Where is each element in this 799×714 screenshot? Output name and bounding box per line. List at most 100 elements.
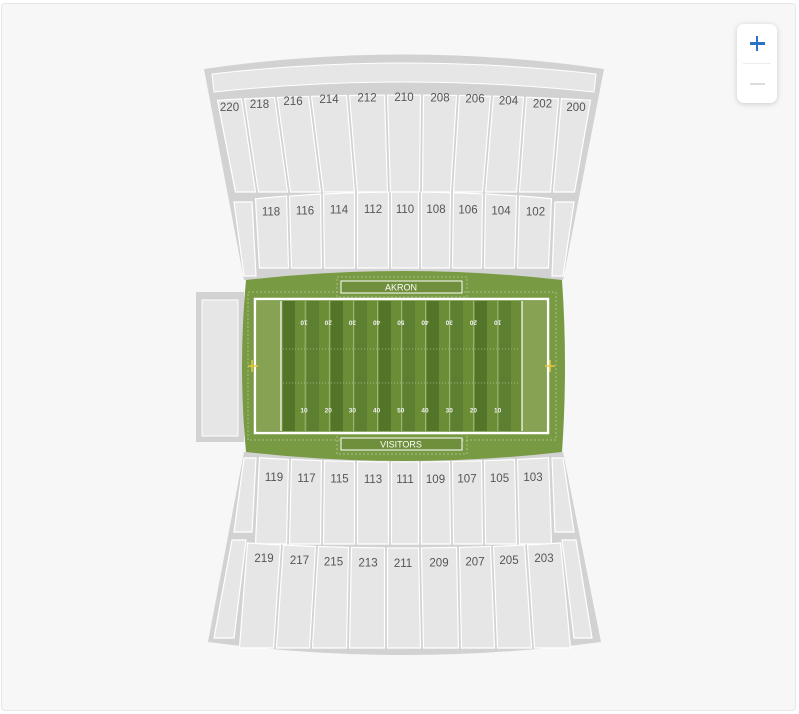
yard-number-top: 30 bbox=[445, 318, 453, 325]
section-117[interactable] bbox=[288, 458, 323, 545]
section-label-213: 213 bbox=[358, 558, 377, 570]
zoom-in-button[interactable] bbox=[737, 24, 777, 63]
yard-number-top: 30 bbox=[348, 318, 356, 325]
section-113[interactable] bbox=[356, 460, 390, 545]
section-label-207: 207 bbox=[465, 557, 484, 569]
section-207[interactable] bbox=[458, 545, 496, 649]
section-206[interactable] bbox=[452, 94, 492, 193]
section-202[interactable] bbox=[518, 96, 560, 193]
section-214[interactable] bbox=[310, 94, 356, 193]
goalpost-east-icon bbox=[545, 360, 555, 372]
section-115[interactable] bbox=[322, 460, 356, 545]
section-label-117: 117 bbox=[297, 473, 315, 485]
yard-number-bottom: 30 bbox=[446, 408, 454, 415]
section-label-203: 203 bbox=[534, 553, 553, 565]
section-label-107: 107 bbox=[457, 474, 476, 486]
section-209[interactable] bbox=[420, 546, 460, 649]
section-216[interactable] bbox=[276, 95, 322, 193]
section-104[interactable] bbox=[483, 193, 518, 269]
yard-number-top: 20 bbox=[469, 318, 477, 325]
section-label-208: 208 bbox=[430, 92, 449, 104]
section-200[interactable] bbox=[552, 98, 592, 193]
home-endzone-banner bbox=[340, 280, 463, 294]
section-label-118: 118 bbox=[262, 206, 280, 218]
section-label-111: 111 bbox=[396, 474, 413, 486]
endzone-west bbox=[257, 301, 281, 431]
section-111[interactable] bbox=[390, 461, 420, 545]
section-116[interactable] bbox=[288, 193, 323, 269]
goalpost-west-icon bbox=[248, 360, 258, 372]
section-label-209: 209 bbox=[429, 558, 448, 570]
section-208[interactable] bbox=[421, 94, 458, 193]
section-105[interactable] bbox=[483, 458, 518, 545]
field-stripe bbox=[379, 301, 391, 431]
section-south-east-upper-end[interactable] bbox=[561, 539, 593, 639]
section-south-west-upper-end[interactable] bbox=[213, 539, 247, 639]
section-204[interactable] bbox=[484, 95, 525, 193]
field-stripe bbox=[451, 301, 463, 431]
section-118[interactable] bbox=[254, 195, 290, 269]
section-north-west-end[interactable] bbox=[233, 201, 257, 277]
yard-number-top: 10 bbox=[494, 318, 502, 325]
section-109[interactable] bbox=[420, 460, 452, 545]
section-label-114: 114 bbox=[330, 205, 349, 217]
section-label-215: 215 bbox=[324, 557, 343, 569]
field-stripe bbox=[355, 301, 367, 431]
section-label-204: 204 bbox=[499, 96, 519, 108]
section-label-115: 115 bbox=[330, 473, 348, 485]
yard-number-bottom: 30 bbox=[349, 408, 357, 415]
field-stripe bbox=[427, 301, 439, 431]
yard-number-top: 40 bbox=[373, 318, 381, 325]
section-219[interactable] bbox=[238, 542, 282, 649]
section-north-east-end[interactable] bbox=[551, 201, 575, 277]
section-119[interactable] bbox=[254, 457, 290, 545]
section-label-214: 214 bbox=[319, 94, 339, 106]
section-103[interactable] bbox=[516, 457, 553, 545]
west-end-section[interactable] bbox=[201, 299, 239, 437]
yard-number-bottom: 20 bbox=[470, 408, 478, 415]
field-stripe bbox=[475, 301, 487, 431]
section-102[interactable] bbox=[516, 195, 553, 269]
minus-icon bbox=[749, 76, 765, 91]
section-218[interactable] bbox=[243, 96, 289, 193]
section-label-200: 200 bbox=[566, 102, 585, 114]
section-213[interactable] bbox=[348, 546, 386, 649]
section-110[interactable] bbox=[390, 191, 420, 269]
section-211[interactable] bbox=[386, 547, 422, 649]
section-label-108: 108 bbox=[426, 204, 445, 216]
zoom-out-button[interactable] bbox=[737, 64, 777, 103]
zoom-control bbox=[737, 24, 777, 103]
section-217[interactable] bbox=[275, 544, 317, 649]
section-106[interactable] bbox=[451, 192, 484, 269]
section-215[interactable] bbox=[311, 545, 350, 649]
section-108[interactable] bbox=[420, 191, 452, 269]
section-112[interactable] bbox=[356, 191, 390, 269]
yard-number-bottom: 40 bbox=[373, 408, 381, 415]
section-210[interactable] bbox=[386, 94, 422, 193]
north-rim bbox=[211, 62, 597, 93]
zoom-divider bbox=[743, 63, 771, 64]
field-stripe bbox=[331, 301, 343, 431]
yard-number-bottom: 10 bbox=[494, 408, 502, 415]
team-area-north bbox=[336, 276, 468, 298]
plus-icon bbox=[749, 36, 765, 51]
section-114[interactable] bbox=[322, 192, 356, 269]
section-label-110: 110 bbox=[396, 204, 414, 216]
section-south-west-end[interactable] bbox=[233, 457, 257, 533]
section-label-113: 113 bbox=[364, 474, 382, 486]
section-205[interactable] bbox=[492, 544, 533, 649]
endzone-east bbox=[522, 301, 546, 431]
section-220[interactable] bbox=[216, 98, 257, 193]
section-203[interactable] bbox=[526, 542, 572, 649]
section-107[interactable] bbox=[451, 460, 484, 545]
yard-number-bottom: 40 bbox=[421, 408, 429, 415]
section-label-211: 211 bbox=[394, 558, 412, 570]
section-label-220: 220 bbox=[220, 102, 239, 114]
section-label-109: 109 bbox=[426, 474, 445, 486]
field-stripe bbox=[283, 301, 295, 431]
yard-number-bottom: 10 bbox=[300, 408, 308, 415]
section-south-east-end[interactable] bbox=[551, 457, 575, 533]
yard-number-top: 20 bbox=[324, 318, 332, 325]
field-stripe bbox=[307, 301, 319, 431]
